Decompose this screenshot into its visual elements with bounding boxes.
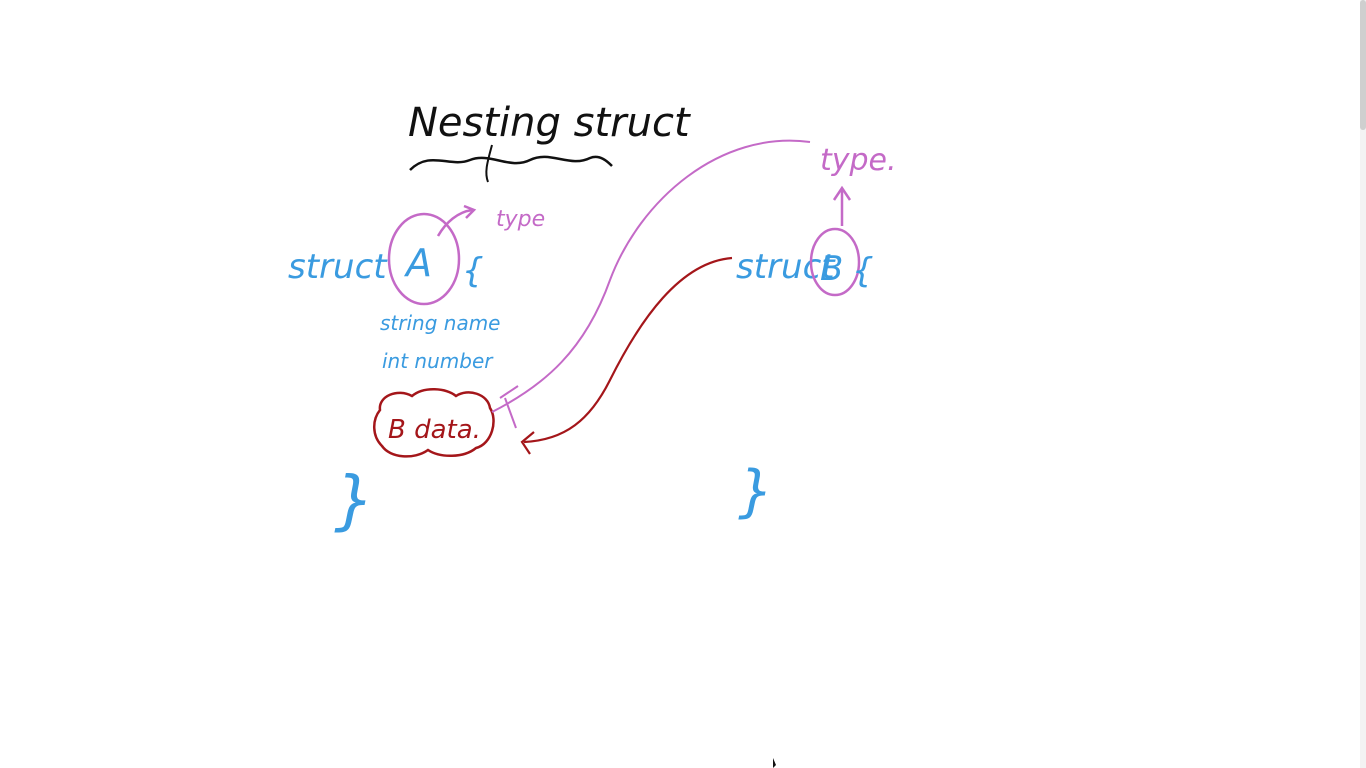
struct-a-keyword: struct [288, 247, 388, 287]
struct-b-keyword: struct [736, 247, 836, 287]
struct-b-type-label: type. [820, 143, 897, 178]
vertical-scrollbar[interactable] [1360, 0, 1366, 768]
struct-a-open-brace: { [462, 251, 484, 291]
struct-b-close-brace: } [738, 459, 774, 524]
scrollbar-thumb[interactable] [1360, 0, 1366, 130]
type-connector-line [491, 139, 811, 413]
title-underline-mark [485, 144, 493, 183]
nested-field-text: B data. [388, 415, 481, 445]
struct-b-open-brace: { [852, 251, 874, 291]
struct-b-name-circle [809, 227, 861, 297]
struct-a-field-1: string name [380, 311, 501, 335]
nested-field-outline [373, 388, 495, 458]
struct-a-name-circle [387, 212, 461, 306]
struct-a-field-2: int number [382, 349, 494, 373]
struct-b-reference-arrow [523, 256, 733, 444]
struct-a-name: A [403, 241, 432, 285]
struct-a-type-arrow [436, 208, 473, 237]
struct-a-type-label: type [496, 207, 545, 232]
page-title: Nesting struct [408, 100, 691, 146]
title-underline [409, 155, 613, 171]
struct-a-type-arrowhead [463, 204, 477, 219]
struct-b-name: B [820, 249, 843, 289]
struct-b-type-arrowhead [832, 185, 852, 201]
struct-b-reference-arrowhead [520, 431, 535, 455]
type-connector-mark [499, 385, 519, 429]
struct-a-close-brace: } [334, 464, 375, 538]
